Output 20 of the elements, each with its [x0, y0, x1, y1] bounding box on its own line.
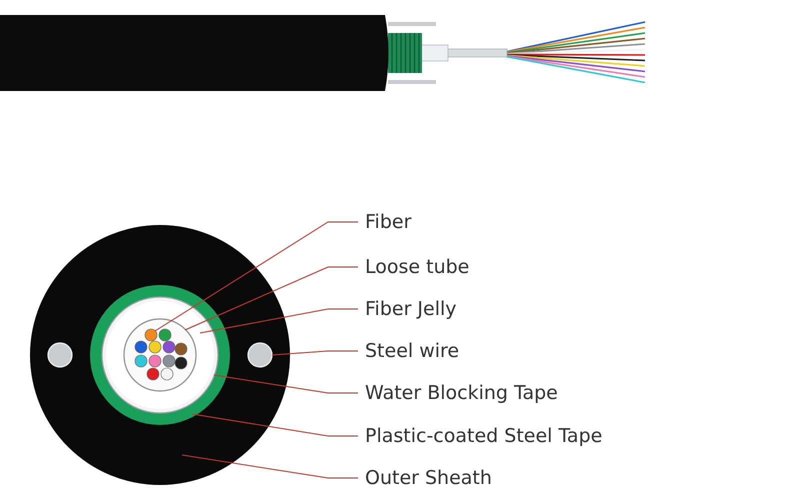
part-label: Loose tube — [365, 256, 470, 278]
leader-line — [182, 454, 358, 478]
steel-wire — [247, 342, 273, 368]
steel-wire — [47, 342, 73, 368]
part-label: Water Blocking Tape — [365, 382, 558, 404]
part-label: Steel wire — [365, 340, 460, 362]
leader-line — [272, 350, 358, 356]
leader-line — [214, 374, 358, 394]
loose-tube — [123, 318, 197, 392]
part-label: Outer Sheath — [365, 467, 492, 489]
part-label: Plastic-coated Steel Tape — [365, 425, 602, 447]
steel-tape-ring — [90, 285, 230, 425]
leader-line — [184, 266, 358, 330]
fiber — [144, 328, 158, 342]
part-label: Fiber Jelly — [365, 298, 457, 320]
leader-line — [192, 414, 358, 436]
part-label: Fiber — [365, 211, 412, 233]
outer-sheath — [30, 225, 290, 485]
leader-line — [154, 222, 358, 332]
leader-line — [200, 308, 358, 334]
